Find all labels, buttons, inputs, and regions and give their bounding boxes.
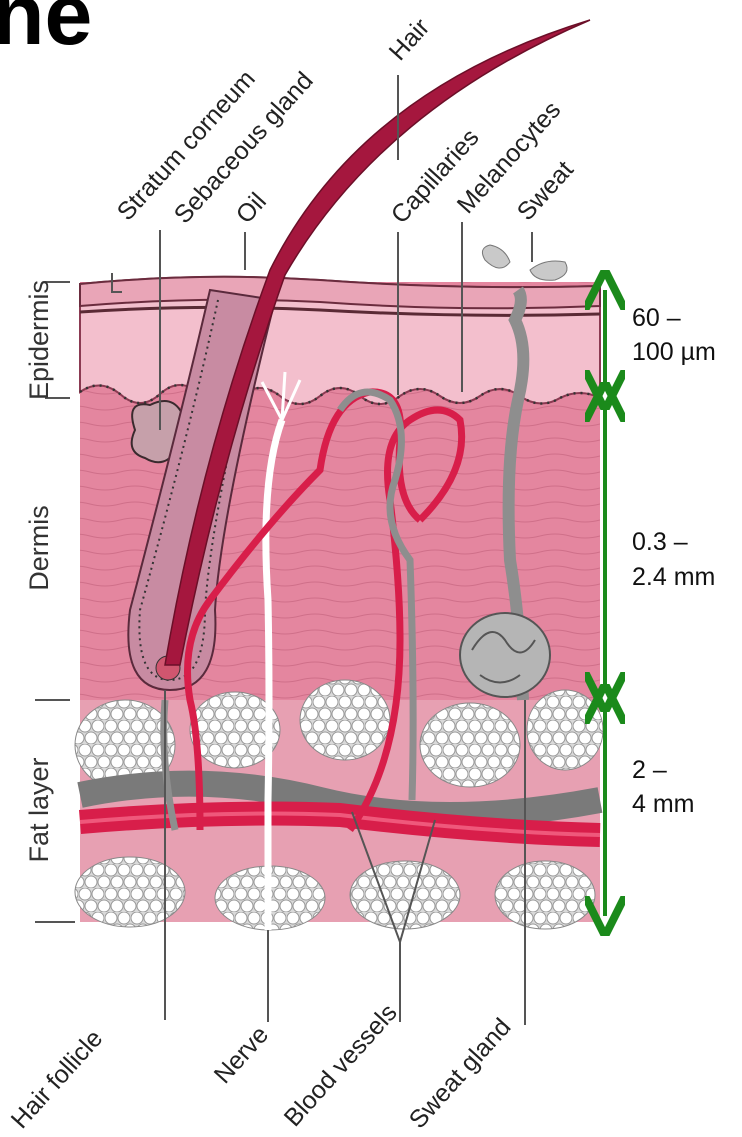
fat-lobule <box>300 680 390 760</box>
fat-lobule <box>495 861 595 929</box>
sweat-droplet <box>530 261 567 280</box>
sweat-coil <box>460 613 550 697</box>
page-heading: ne <box>0 0 92 63</box>
layer-label-fat: Fat layer <box>24 757 54 862</box>
label-sweat-gland: Sweat gland <box>404 1013 517 1134</box>
thickness-dermis-line1: 0.3 – <box>632 528 688 556</box>
layer-label-epidermis: Epidermis <box>24 280 54 400</box>
fat-lobule <box>75 857 185 927</box>
label-oil: Oil <box>231 188 272 229</box>
label-hair: Hair <box>384 13 435 66</box>
label-nerve: Nerve <box>209 1021 274 1089</box>
thickness-epidermis-line1: 60 – <box>632 304 681 332</box>
sweat-droplet <box>482 245 510 268</box>
thickness-epidermis-line2: 100 µm <box>632 338 716 366</box>
label-sweat: Sweat <box>512 156 579 226</box>
fat-lobule <box>527 690 603 770</box>
fat-lobule <box>350 861 460 929</box>
thickness-fat-line1: 2 – <box>632 756 667 784</box>
label-blood-vessels: Blood vessels <box>279 999 403 1132</box>
layer-label-dermis: Dermis <box>24 505 54 591</box>
thickness-fat-line2: 4 mm <box>632 790 695 818</box>
fat-lobule <box>420 703 520 787</box>
thickness-dermis-line2: 2.4 mm <box>632 563 715 591</box>
label-hair-follicle: Hair follicle <box>6 1024 109 1134</box>
